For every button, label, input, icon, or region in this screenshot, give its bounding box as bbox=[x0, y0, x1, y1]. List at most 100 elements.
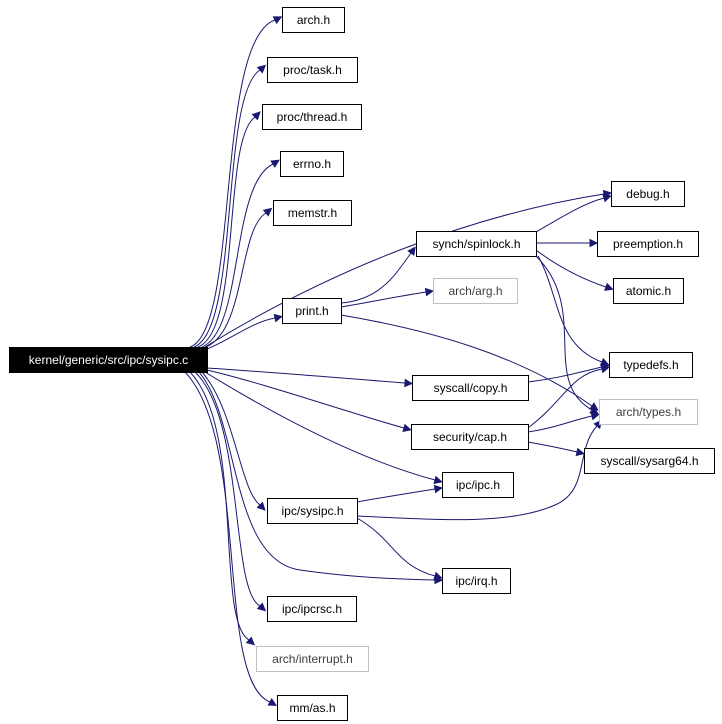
edge-line bbox=[194, 371, 261, 607]
edge-root-to-arch_interrupt bbox=[189, 371, 256, 646]
edge-spinlock-to-preemption bbox=[536, 238, 599, 248]
node-label: print.h bbox=[295, 304, 328, 318]
edge-line bbox=[198, 371, 436, 581]
edge-line bbox=[201, 371, 261, 506]
edge-root-to-print bbox=[206, 313, 283, 350]
node-typedefs[interactable]: typedefs.h bbox=[609, 352, 693, 378]
edge-security_cap-to-typedefs bbox=[527, 364, 610, 429]
arrowhead-icon bbox=[256, 501, 266, 511]
node-label: arch/arg.h bbox=[448, 284, 502, 298]
edge-line bbox=[535, 197, 605, 233]
arrowhead-icon bbox=[245, 636, 256, 646]
node-security-cap[interactable]: security/cap.h bbox=[411, 424, 529, 450]
node-box bbox=[609, 352, 693, 378]
edge-line bbox=[535, 255, 593, 411]
node-syscall-copy[interactable]: syscall/copy.h bbox=[412, 375, 529, 401]
node-box bbox=[411, 424, 529, 450]
edge-line bbox=[184, 371, 271, 703]
node-ipc-ipcrsc[interactable]: ipc/ipcrsc.h bbox=[267, 596, 357, 622]
node-proc-thread[interactable]: proc/thread.h bbox=[262, 104, 362, 130]
node-arch-h[interactable]: arch.h bbox=[282, 7, 345, 33]
node-ipc-sysipc[interactable]: ipc/sysipc.h bbox=[267, 498, 358, 524]
node-print[interactable]: print.h bbox=[282, 298, 342, 324]
node-sysarg64[interactable]: syscall/sysarg64.h bbox=[584, 448, 715, 474]
node-box bbox=[267, 498, 358, 524]
node-label: proc/task.h bbox=[283, 63, 342, 77]
edge-line bbox=[206, 317, 276, 350]
node-errno[interactable]: errno.h bbox=[280, 151, 344, 177]
arrowhead-icon bbox=[256, 64, 267, 74]
edge-spinlock-to-atomic bbox=[535, 249, 614, 291]
arrowhead-icon bbox=[433, 571, 443, 580]
node-label: proc/thread.h bbox=[277, 110, 348, 124]
node-arch-arg[interactable]: arch/arg.h bbox=[433, 278, 518, 304]
node-label: synch/spinlock.h bbox=[432, 237, 520, 251]
node-debug[interactable]: debug.h bbox=[611, 181, 685, 207]
arrowhead-icon bbox=[256, 602, 267, 612]
edge-line bbox=[527, 366, 603, 383]
dependency-edges bbox=[184, 16, 614, 706]
node-label: mm/as.h bbox=[289, 701, 335, 715]
edge-line bbox=[193, 69, 261, 348]
edge-spinlock-to-debug bbox=[535, 194, 612, 233]
node-box bbox=[433, 278, 518, 304]
node-box bbox=[611, 181, 685, 207]
node-memstr[interactable]: memstr.h bbox=[273, 200, 352, 226]
edge-print-to-arch_arg bbox=[340, 287, 435, 308]
node-box bbox=[442, 472, 514, 498]
arrowhead-icon bbox=[402, 423, 412, 433]
node-label: typedefs.h bbox=[623, 358, 678, 372]
arrowhead-icon bbox=[602, 194, 612, 203]
node-proc-task[interactable]: proc/task.h bbox=[267, 57, 358, 83]
edge-print-to-arch_types bbox=[340, 314, 599, 411]
node-box bbox=[277, 695, 348, 721]
node-mm-as[interactable]: mm/as.h bbox=[277, 695, 348, 721]
edge-line bbox=[356, 517, 436, 577]
node-arch-types[interactable]: arch/types.h bbox=[599, 399, 698, 425]
node-box bbox=[442, 568, 511, 594]
arrowhead-icon bbox=[575, 447, 585, 457]
node-box bbox=[273, 200, 352, 226]
edge-line bbox=[197, 116, 256, 348]
edge-line bbox=[340, 314, 593, 407]
edge-line bbox=[527, 441, 578, 453]
edge-root-to-errno bbox=[201, 159, 280, 348]
edge-security_cap-to-sysarg64 bbox=[527, 441, 585, 457]
edge-print-to-spinlock bbox=[340, 246, 416, 304]
node-box bbox=[256, 646, 369, 672]
node-box bbox=[412, 375, 529, 401]
node-box bbox=[597, 231, 699, 257]
edge-root-to-ipc_irq bbox=[198, 371, 444, 585]
node-label: syscall/sysarg64.h bbox=[600, 454, 698, 468]
arrowhead-icon bbox=[590, 411, 600, 421]
edge-line bbox=[206, 367, 406, 384]
node-atomic[interactable]: atomic.h bbox=[613, 278, 684, 304]
node-arch-interrupt[interactable]: arch/interrupt.h bbox=[256, 646, 369, 672]
node-box bbox=[9, 347, 208, 373]
arrowhead-icon bbox=[424, 287, 435, 297]
edge-line bbox=[204, 371, 436, 481]
edge-line bbox=[201, 163, 274, 348]
edge-root-to-proc_thread bbox=[197, 111, 261, 348]
edge-line bbox=[340, 252, 412, 304]
arrowhead-icon bbox=[600, 364, 610, 374]
edge-root-to-mm_as bbox=[184, 371, 278, 706]
arrowhead-icon bbox=[433, 484, 444, 494]
node-box bbox=[613, 278, 684, 304]
edge-line bbox=[537, 255, 603, 363]
edge-security_cap-to-arch_types bbox=[527, 411, 600, 433]
node-preemption[interactable]: preemption.h bbox=[597, 231, 699, 257]
node-label: atomic.h bbox=[626, 284, 671, 298]
node-root[interactable]: kernel/generic/src/ipc/sysipc.c bbox=[9, 347, 208, 373]
edge-line bbox=[356, 488, 436, 503]
node-box bbox=[267, 57, 358, 83]
node-label: ipc/sysipc.h bbox=[281, 504, 343, 518]
node-ipc-ipc[interactable]: ipc/ipc.h bbox=[442, 472, 514, 498]
node-ipc-irq[interactable]: ipc/irq.h bbox=[442, 568, 511, 594]
edge-root-to-proc_task bbox=[193, 64, 267, 348]
node-spinlock[interactable]: synch/spinlock.h bbox=[416, 231, 537, 257]
node-box bbox=[599, 399, 698, 425]
edge-root-to-ipc_ipc bbox=[204, 371, 443, 485]
node-box bbox=[282, 7, 345, 33]
